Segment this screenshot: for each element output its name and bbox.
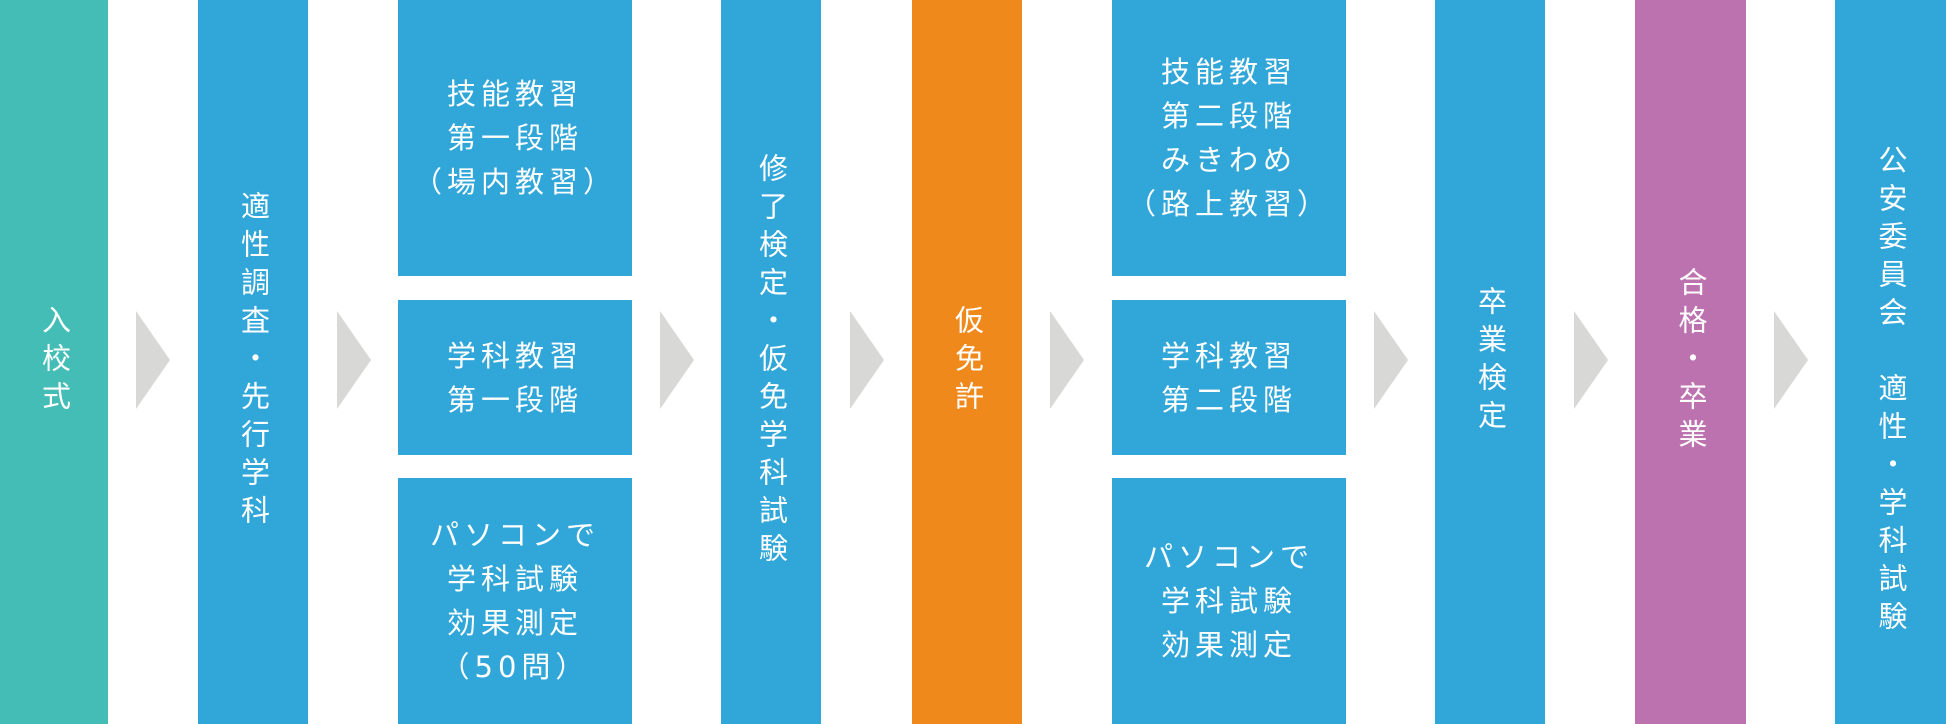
stage2-academic-box: 学科教習 第二段階 [1112,300,1346,455]
stage2-academic-label: 学科教習 第二段階 [1160,338,1297,417]
arrow-2-icon [337,311,371,409]
stage2-skill-box: 技能教習 第二段階 みきわめ （路上教習） [1112,0,1346,276]
step-pass-graduate: 合格・卒業 [1635,0,1746,724]
arrow-8-icon [1774,311,1808,409]
step-aptitude-label: 適性調査・先行学科 [236,191,271,533]
arrow-1-icon [136,311,170,409]
step-enrollment-label: 入校式 [37,305,72,419]
step-graduation-exam: 卒業検定 [1435,0,1545,724]
stage2-skill-label: 技能教習 第二段階 みきわめ （路上教習） [1126,55,1331,221]
arrow-5-icon [1050,311,1084,409]
step-graduation-exam-label: 卒業検定 [1473,286,1508,438]
stage1-pc-test-box: パソコンで 学科試験 効果測定 （50問） [398,478,632,724]
step-provisional-license: 仮免許 [912,0,1022,724]
step-pass-graduate-label: 合格・卒業 [1674,267,1708,457]
stage1-skill-label: 技能教習 第一段階 （場内教習） [412,77,617,199]
step-enrollment: 入校式 [0,0,108,724]
stage1-pc-test-label: パソコンで 学科試験 効果測定 （50問） [429,518,600,684]
step-public-safety-exam: 公安委員会 適性・学科試験 [1835,0,1946,724]
step-aptitude: 適性調査・先行学科 [198,0,308,724]
arrow-6-icon [1374,311,1408,409]
stage2-pc-test-box: パソコンで 学科試験 効果測定 [1112,478,1346,724]
step-completion-exam: 修了検定・仮免学科試験 [721,0,821,724]
step-public-safety-exam-label: 公安委員会 適性・学科試験 [1874,145,1908,639]
step-completion-exam-label: 修了検定・仮免学科試験 [754,153,789,571]
arrow-4-icon [850,311,884,409]
arrow-7-icon [1574,311,1608,409]
arrow-3-icon [660,311,694,409]
stage1-academic-box: 学科教習 第一段階 [398,300,632,455]
step-provisional-license-label: 仮免許 [950,305,985,419]
stage1-academic-label: 学科教習 第一段階 [446,338,583,417]
stage1-skill-box: 技能教習 第一段階 （場内教習） [398,0,632,276]
stage2-pc-test-label: パソコンで 学科試験 効果測定 [1143,540,1314,662]
